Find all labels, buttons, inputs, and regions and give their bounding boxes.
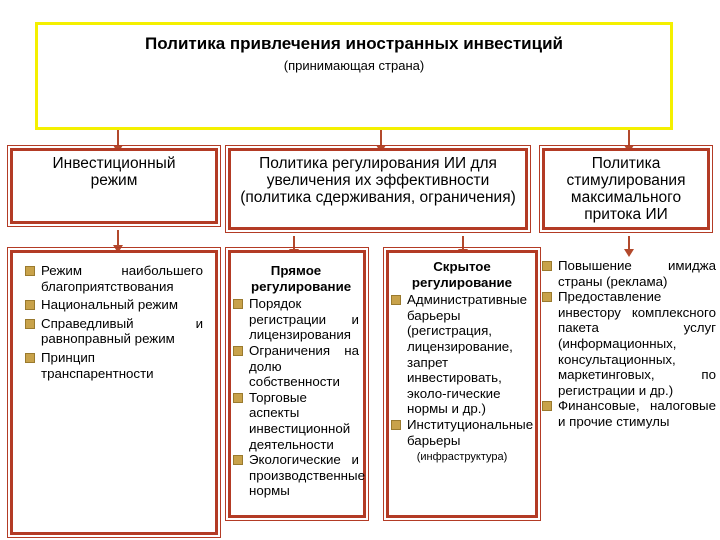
arrow-to-col1 [113,130,123,153]
list-item: Режим наибольшего благоприятствования [25,263,203,294]
header-investment-regime-text: Инвестиционный режим [52,155,176,189]
direct-regulation-box: Прямое регулирование Порядок регистрации… [225,247,369,521]
bullet-icon [233,345,243,356]
bullet-icon [391,295,401,306]
bullet-icon [542,292,552,303]
bullet-icon [233,392,243,403]
list-item: Повышение имиджа страны (реклама) [542,258,716,289]
hidden-regulation-note: (инфраструктура) [416,451,508,464]
list-item: Экологические и производственные нормы [233,452,365,499]
policy-subtitle: (принимающая страна) [283,58,425,73]
arrow-col1-down [113,230,123,253]
policy-title: Политика привлечения иностранных инвести… [144,34,563,53]
arrow-col2-left-down [289,236,299,257]
list-item: Принцип транспарентности [25,350,203,381]
list-item: Национальный режим [25,297,203,313]
list-item: Справедливый и равноправный режим [25,316,203,347]
arrow-col2-right-down [458,236,468,257]
list-item: Административные барьеры (регистрация, л… [391,292,533,417]
hidden-regulation-title: Скрытое регулирование [411,259,513,290]
investment-regime-list-box: Режим наибольшего благоприятствования На… [7,247,221,538]
direct-regulation-title: Прямое регулирование [251,263,352,294]
header-stimulation-policy: Политика стимулирования максимального пр… [539,145,713,233]
stimulation-list: Повышение имиджа страны (реклама) Предос… [542,258,716,490]
bullet-icon [25,352,35,363]
bullet-icon [542,401,552,412]
list-item: Торговые аспекты инвестиционной деятельн… [233,390,359,452]
arrow-col3-down [624,236,634,257]
list-item: Предоставление инвестору комплексного па… [542,289,716,398]
bullet-icon [233,455,243,466]
bullet-icon [391,419,401,430]
header-regulation-policy: Политика регулирования ИИ для увеличения… [225,145,531,233]
bullet-icon [542,261,552,271]
list-item: Институциональные барьеры [391,417,533,448]
bullet-icon [233,299,243,310]
header-investment-regime: Инвестиционный режим [7,145,221,227]
header-regulation-policy-text: Политика регулирования ИИ для увеличения… [240,155,516,206]
hidden-regulation-box: Скрытое регулирование Административные б… [383,247,541,521]
list-item: Финансовые, налоговые и прочие стимулы [542,398,716,429]
bullet-icon [25,266,35,276]
header-stimulation-policy-text: Политика стимулирования максимального пр… [566,155,686,223]
policy-title-box: Политика привлечения иностранных инвести… [35,22,673,130]
arrow-to-col2 [376,130,386,153]
list-item: Порядок регистрации и лицензирования [233,296,359,343]
arrow-to-col3 [624,130,634,153]
list-item: Ограничения на долю собственности [233,343,359,390]
bullet-icon [25,300,35,311]
bullet-icon [25,318,35,329]
